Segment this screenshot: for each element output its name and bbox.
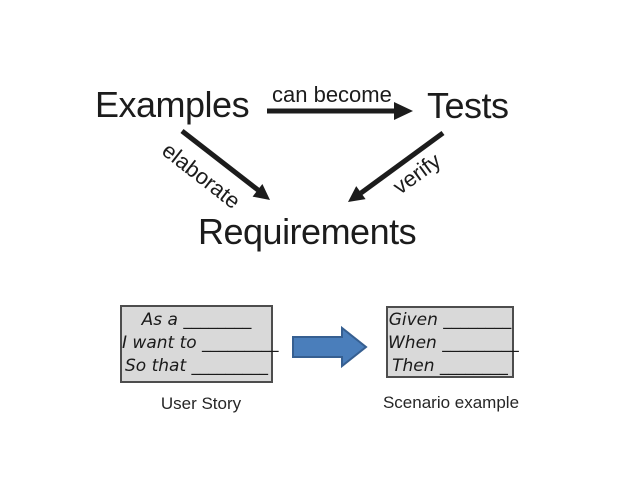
transform-arrow-icon: [292, 325, 368, 369]
verify-arrowhead-icon: [348, 186, 366, 202]
user-story-caption: User Story: [160, 394, 242, 413]
verify-arrow-shaft: [359, 130, 445, 196]
scenario-line-2: When _________: [388, 333, 519, 353]
node-tests: Tests: [427, 85, 509, 126]
scenario-card: Given ________ When _________ Then _____…: [386, 306, 519, 378]
elaborate-arrowhead-icon: [252, 184, 270, 200]
elaborate-arrow: [180, 129, 270, 200]
user-story-line-1: As a ________: [141, 310, 252, 330]
verify-arrow: [348, 130, 445, 202]
can-become-arrowhead-icon: [394, 102, 413, 120]
can-become-arrow: [267, 102, 413, 120]
user-story-line-3: So that _________: [124, 356, 269, 376]
scenario-line-3: Then ________: [392, 356, 508, 376]
elaborate-arrow-shaft: [180, 129, 260, 192]
user-story-card: As a ________ I want to _________ So tha…: [120, 305, 279, 383]
node-requirements: Requirements: [198, 211, 417, 252]
user-story-line-2: I want to _________: [122, 333, 279, 353]
scenario-line-1: Given ________: [388, 310, 512, 330]
node-examples: Examples: [95, 84, 250, 125]
edge-label-can-become: can become: [272, 82, 392, 107]
scenario-caption: Scenario example: [382, 393, 520, 412]
